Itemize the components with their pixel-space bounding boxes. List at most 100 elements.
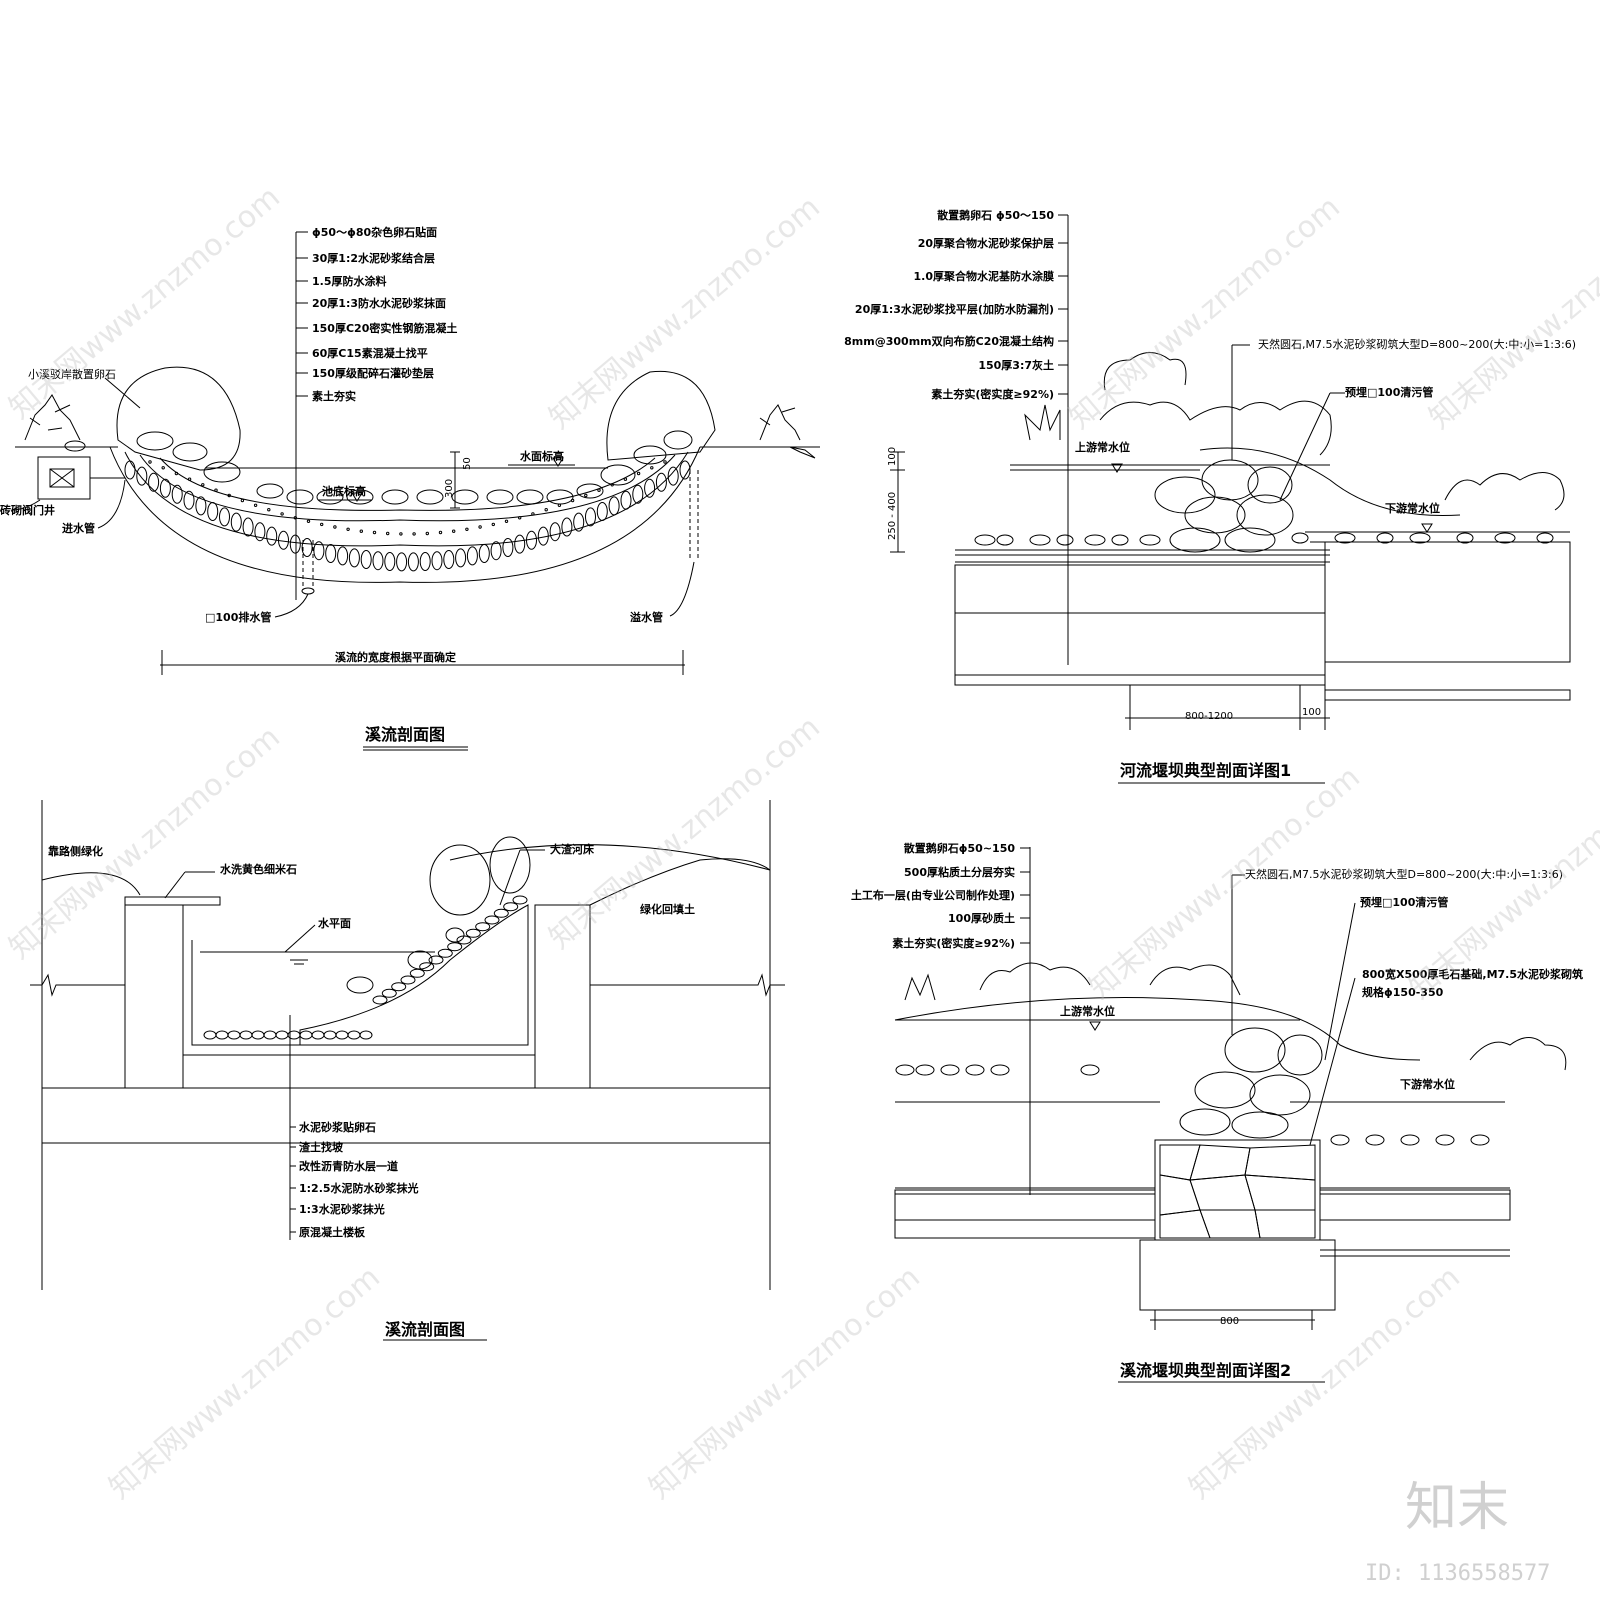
floor-pebble [299,1030,313,1040]
base-cobble [301,538,313,557]
gravel-dot [201,483,205,487]
slope-pebble [381,988,397,998]
base-cobble [431,551,443,571]
channel-inner [159,457,656,511]
bank-boulder-left [116,366,241,471]
gravel-dot [148,460,152,464]
dim-100b-label: 100 [1302,707,1321,718]
drain-leader [274,593,309,618]
weir-stones-1 [1154,459,1294,553]
dim-50-label: 50 [462,457,473,470]
base-cobble [478,544,490,563]
gravel-dot [531,512,535,516]
water-level-label: 水面标高 [520,449,564,463]
panel3-title: 溪流剖面图 [385,1320,465,1339]
gravel-dot [333,525,337,529]
layer-label: 素土夯实 [312,389,356,403]
cobble [600,464,636,486]
gravel-dot [465,527,469,531]
gravel-dot [372,530,377,535]
channel-pebble [546,489,574,505]
base-cobble [313,541,325,561]
gravel-dot [597,488,601,492]
basin-lining [182,905,536,1056]
hill-4 [894,997,1421,1061]
shrub-left-icon [24,394,81,441]
floor-slab [41,1087,771,1144]
downstream-marker-icon [1421,523,1433,533]
slope-pebble [465,928,481,938]
gravel-dot [306,519,311,523]
base-cobble [537,526,549,546]
slope-pebble [409,968,425,978]
slope-pebble [419,962,435,972]
channel-outer [109,446,701,583]
panel-weir-detail-1 [890,214,1571,784]
shrub-right-icon [759,404,801,441]
bottom-ground-hatch [954,674,1326,686]
gravel-leader-b [164,871,186,899]
gravel-label: 水洗黄色细米石 [220,862,297,876]
channel-pebble [346,489,374,505]
surface-pebble [1111,534,1129,546]
layer-label: 30厚1:2水泥砂浆结合层 [312,251,435,265]
slope-pebble [456,935,472,945]
surface-pebble [1139,534,1161,546]
gravel-dot [386,531,390,536]
channel-pebble [516,489,544,505]
gravel-dot [174,471,179,476]
watermark-text: 知末网www.znzmo.com [3,180,287,426]
layer-label: 1.5厚防水涂料 [312,274,387,288]
panel-stream-section-2 [30,800,785,1341]
layer-label: 500厚粘质土分层夯实 [904,865,1015,879]
base-cobble [466,546,478,566]
slope-pebble [512,895,528,905]
channel-concrete [139,454,676,522]
layer-label: 8mm@300mm双向布筋C20混凝土结构 [844,334,1054,348]
foundation-label-1: 800宽X500厚毛石基础,M7.5水泥砂浆砌筑 [1362,967,1583,981]
gravel-dot [346,527,350,531]
base-cobble [207,502,219,521]
base-cobble [159,478,171,498]
gravel-dot [544,508,548,512]
gravel-strip [124,896,221,906]
dim-width-label: 800-1200 [1185,711,1233,722]
gravel-dot [227,493,231,498]
layer-label: 土工布一层(由专业公司制作处理) [851,888,1015,902]
slope-pebble [437,948,453,958]
gravel-dot [161,466,165,470]
backfill-label: 绿化回填土 [640,902,695,916]
base-cobble [337,546,349,566]
floor-pebble [359,1030,373,1040]
rubble-foundation [1154,1139,1321,1241]
layer-label: 150厚3:7灰土 [978,358,1054,372]
panel4-title: 溪流堰坝典型剖面详图2 [1120,1361,1291,1380]
valve-box [49,468,75,488]
slope-pebble [475,922,491,932]
gravel-dot [452,529,456,533]
bottom-ground-hatch-right [1324,689,1571,701]
floor-pebble [335,1030,349,1040]
gravel-dot [623,477,628,481]
base-cobble [573,512,585,532]
surface-pebble [1494,532,1516,544]
surface-pebble [1334,532,1356,544]
channel-pebble [486,489,514,505]
water-surface-leader [284,924,316,953]
drain-cap [301,587,315,595]
channel-pebble [256,483,284,499]
layer-label: 散置鹅卵石ϕ50~150 [904,841,1016,855]
layer-label: 150厚C20密实性钢筋混凝土 [312,321,457,335]
base-cobble [348,548,360,568]
watermark-logo: 知末 [1405,1478,1509,1538]
surface-pebble [1456,532,1474,544]
surface-pebble [1330,1134,1350,1146]
panel3-labels: 水泥砂浆贴卵石渣土找坡改性沥青防水层一道1:2.5水泥防水砂浆抹光1:3水泥砂浆… [290,1120,419,1239]
plants-4-right-icon [1469,1037,1567,1071]
surface-pebble [1029,534,1051,546]
surface-pebbles-2 [974,532,1554,546]
layer-label: 渣土找坡 [299,1140,344,1154]
green-hill [41,858,771,906]
watermark-text: 知末网www.znzmo.com [1083,760,1367,1006]
